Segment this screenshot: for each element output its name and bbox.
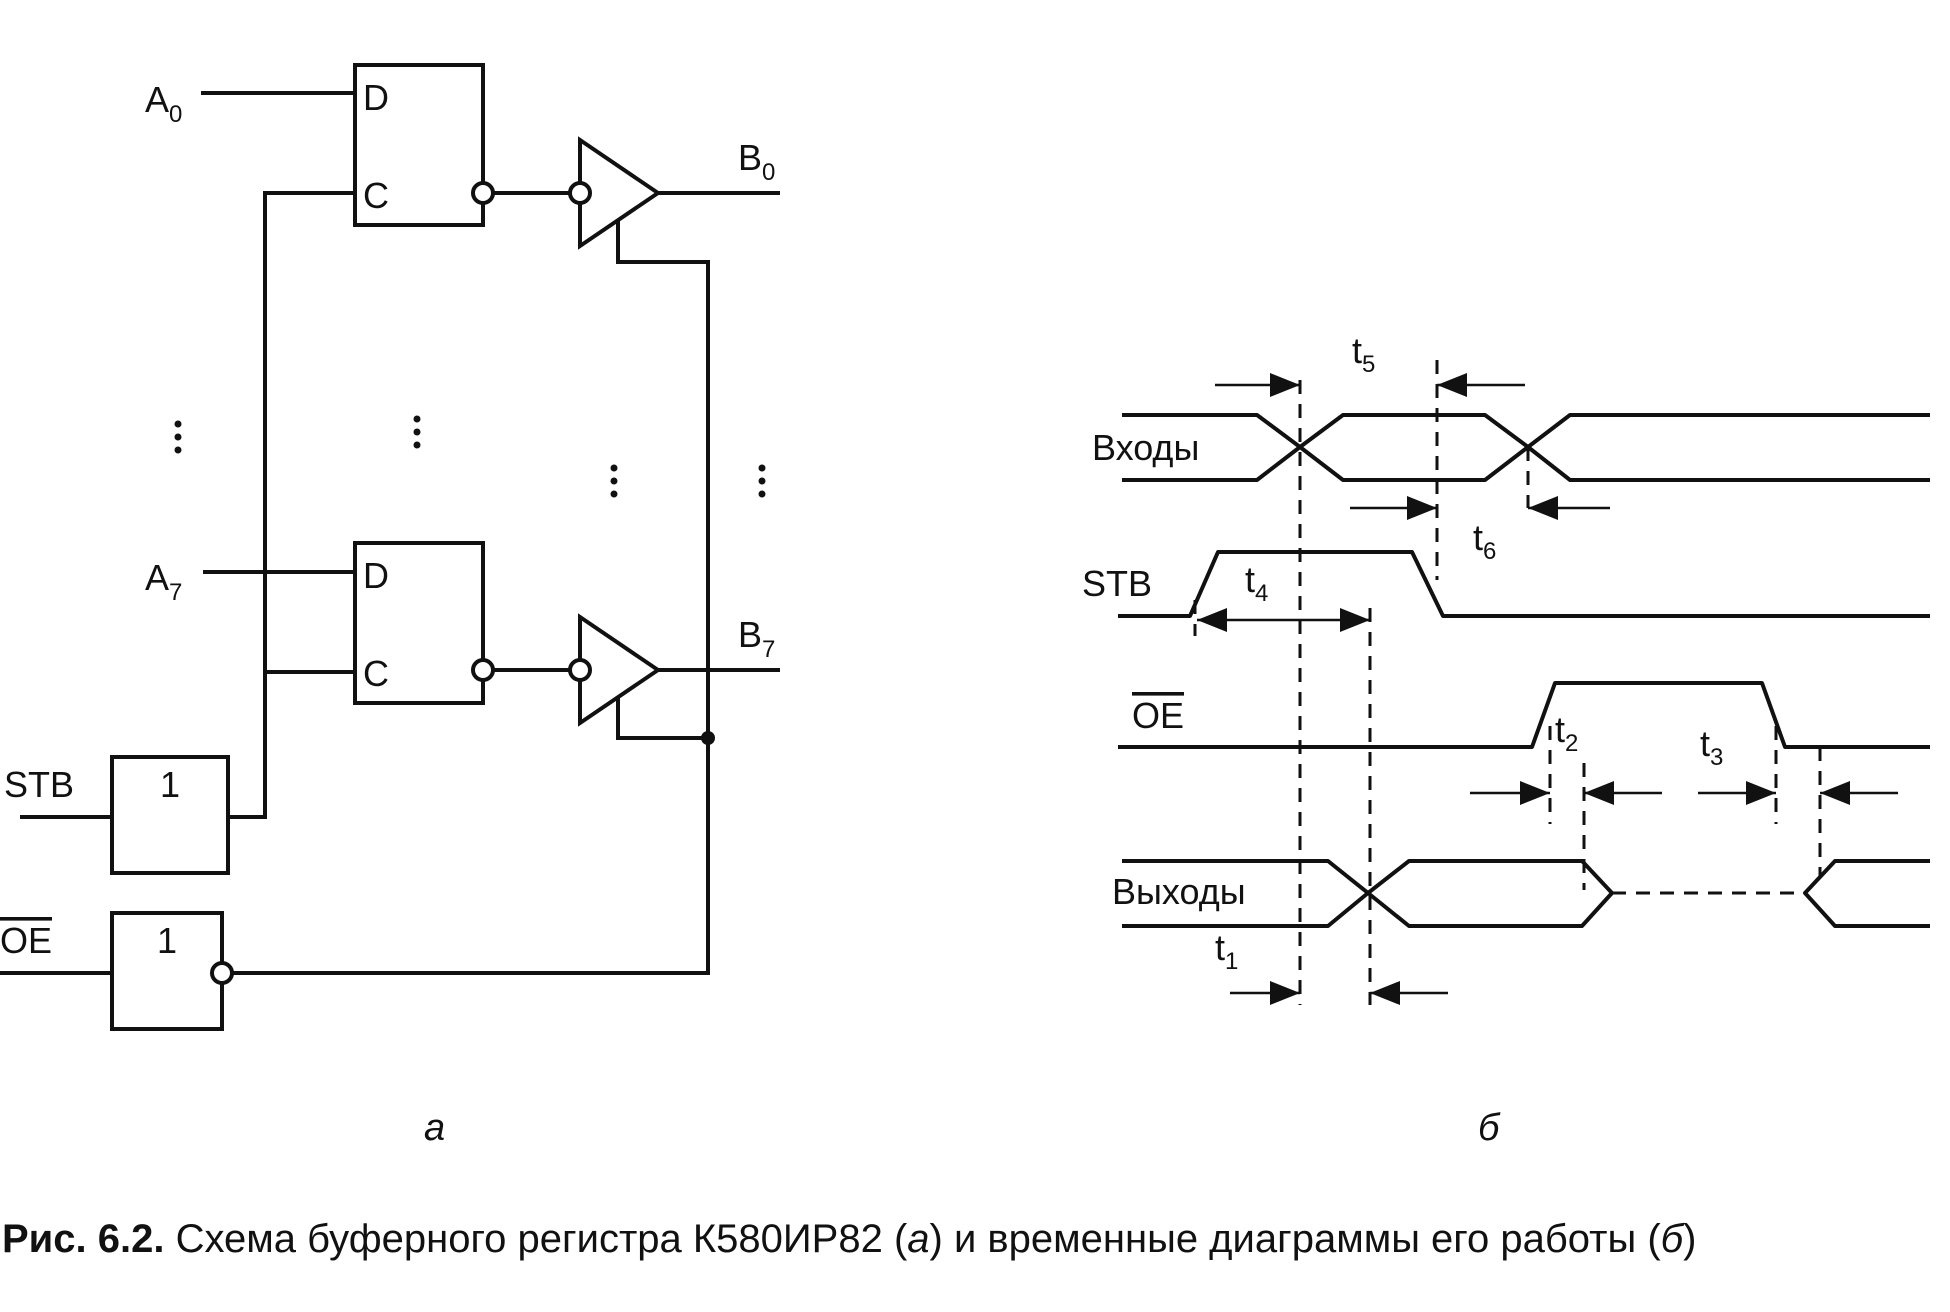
wire-buf7-enable bbox=[616, 698, 710, 740]
t4-label: t4 bbox=[1245, 559, 1268, 607]
signal-inputs-label: Входы bbox=[1092, 427, 1199, 468]
caption-text-1: Схема буферного регистра К580ИР82 ( bbox=[164, 1217, 908, 1261]
buf0-inverted-input bbox=[568, 181, 592, 205]
flipflop-0 bbox=[353, 63, 485, 227]
figure-caption: Рис. 6.2. Схема буферного регистра К580И… bbox=[2, 1218, 1942, 1260]
oe-gate-inverted-output bbox=[210, 961, 234, 985]
panel-a-label: а bbox=[424, 1107, 445, 1149]
stb-label: STB bbox=[4, 764, 74, 805]
t5-label: t5 bbox=[1352, 330, 1375, 378]
flipflop-7 bbox=[353, 541, 485, 705]
output-b7-label: B7 bbox=[738, 614, 775, 663]
ff7-c-pin: C bbox=[363, 653, 389, 694]
oe-inverter-gate bbox=[110, 911, 224, 1031]
timing-diagram: Входы STB OE Выходы t5 t6 bbox=[1082, 330, 1930, 1149]
oe-label: OE bbox=[0, 920, 52, 961]
stb-buffer-gate bbox=[110, 755, 230, 875]
signal-stb-label: STB bbox=[1082, 563, 1152, 604]
stb-gate-label: 1 bbox=[160, 764, 180, 805]
caption-text-2: ) и временные диаграммы его работы ( bbox=[929, 1217, 1661, 1261]
ff7-inverted-output bbox=[471, 658, 495, 682]
waveform-oe bbox=[1118, 681, 1930, 749]
waveform-outputs-reactive bbox=[1803, 859, 1930, 928]
wire-clock-bus bbox=[226, 191, 357, 819]
circuit-diagram: D C A0 B0 D C A7 B7 1 bbox=[0, 63, 780, 1149]
caption-figure-number: Рис. 6.2. bbox=[2, 1217, 165, 1261]
input-a7-label: A7 bbox=[145, 557, 182, 606]
waveform-outputs-active bbox=[1122, 859, 1614, 928]
input-a0-label: A0 bbox=[145, 79, 182, 128]
caption-italic-a: а bbox=[907, 1217, 930, 1261]
waveform-inputs-high bbox=[1122, 413, 1930, 449]
signal-oe-label: OE bbox=[1132, 695, 1184, 736]
wire-oe-enable bbox=[230, 260, 710, 975]
ff7-d-pin: D bbox=[363, 555, 389, 596]
output-b0-label: B0 bbox=[738, 137, 775, 186]
ff0-c-pin: C bbox=[363, 175, 389, 216]
waveform-inputs-low bbox=[1122, 445, 1930, 482]
t6-label: t6 bbox=[1473, 517, 1496, 565]
ellipsis-dots bbox=[174, 415, 766, 498]
waveform-stb bbox=[1118, 550, 1930, 618]
buf7-inverted-input bbox=[568, 658, 592, 682]
caption-text-3: ) bbox=[1683, 1217, 1697, 1261]
oe-gate-label: 1 bbox=[157, 920, 177, 961]
ff0-inverted-output bbox=[471, 181, 495, 205]
panel-b-label: б bbox=[1478, 1107, 1501, 1149]
signal-outputs-label: Выходы bbox=[1112, 871, 1246, 912]
ff0-d-pin: D bbox=[363, 77, 389, 118]
caption-italic-b: б bbox=[1660, 1217, 1684, 1261]
t1-label: t1 bbox=[1215, 927, 1238, 975]
t2-label: t2 bbox=[1555, 709, 1578, 757]
t3-label: t3 bbox=[1700, 723, 1723, 771]
